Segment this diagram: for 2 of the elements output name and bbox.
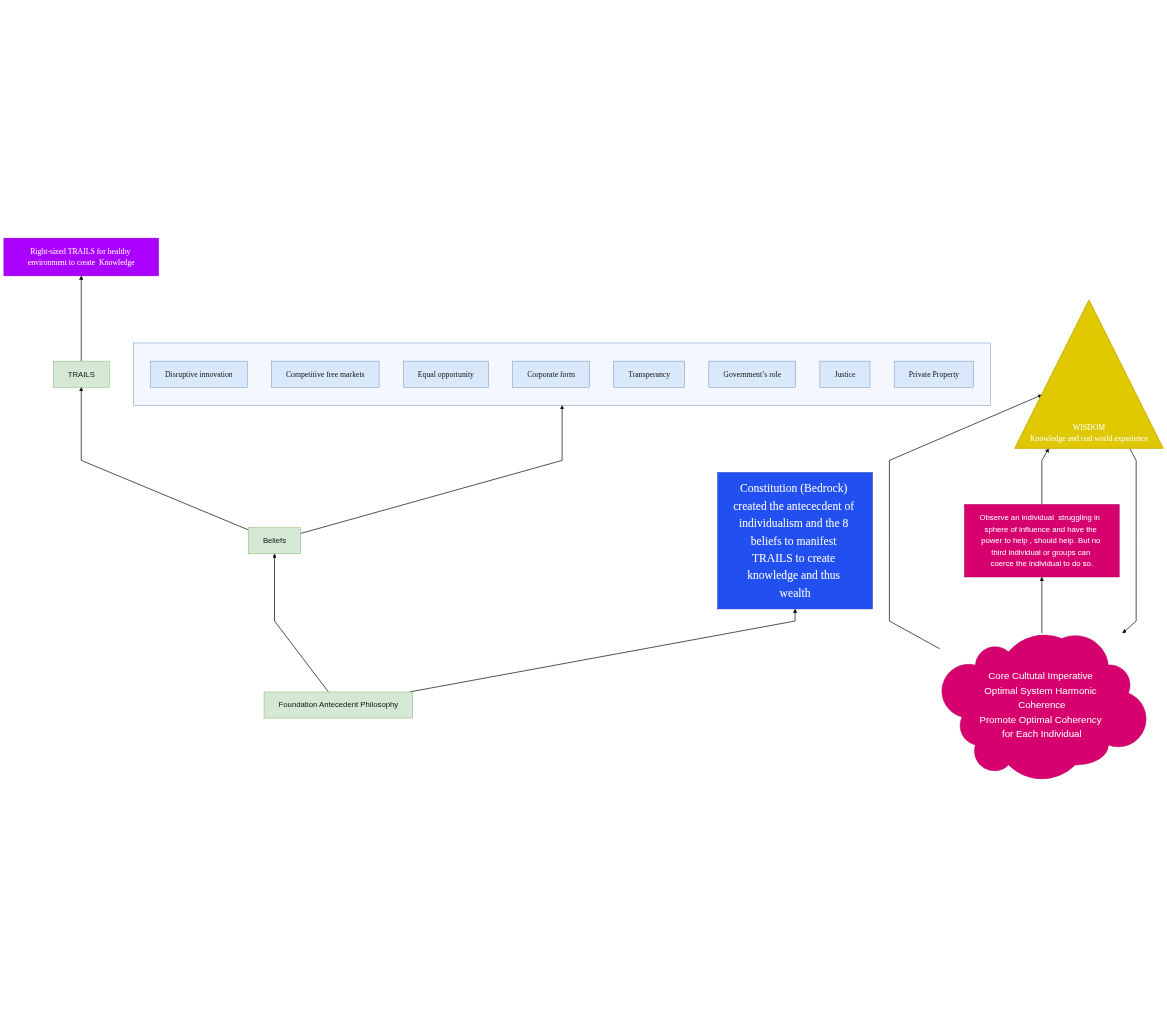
cluster	[133, 342, 991, 406]
node-box: Constitution (Bedrock) created the antececdent of individualism and the 8 beliefs to manifest TRAILS to create knowledge and thus wealth	[717, 472, 873, 610]
